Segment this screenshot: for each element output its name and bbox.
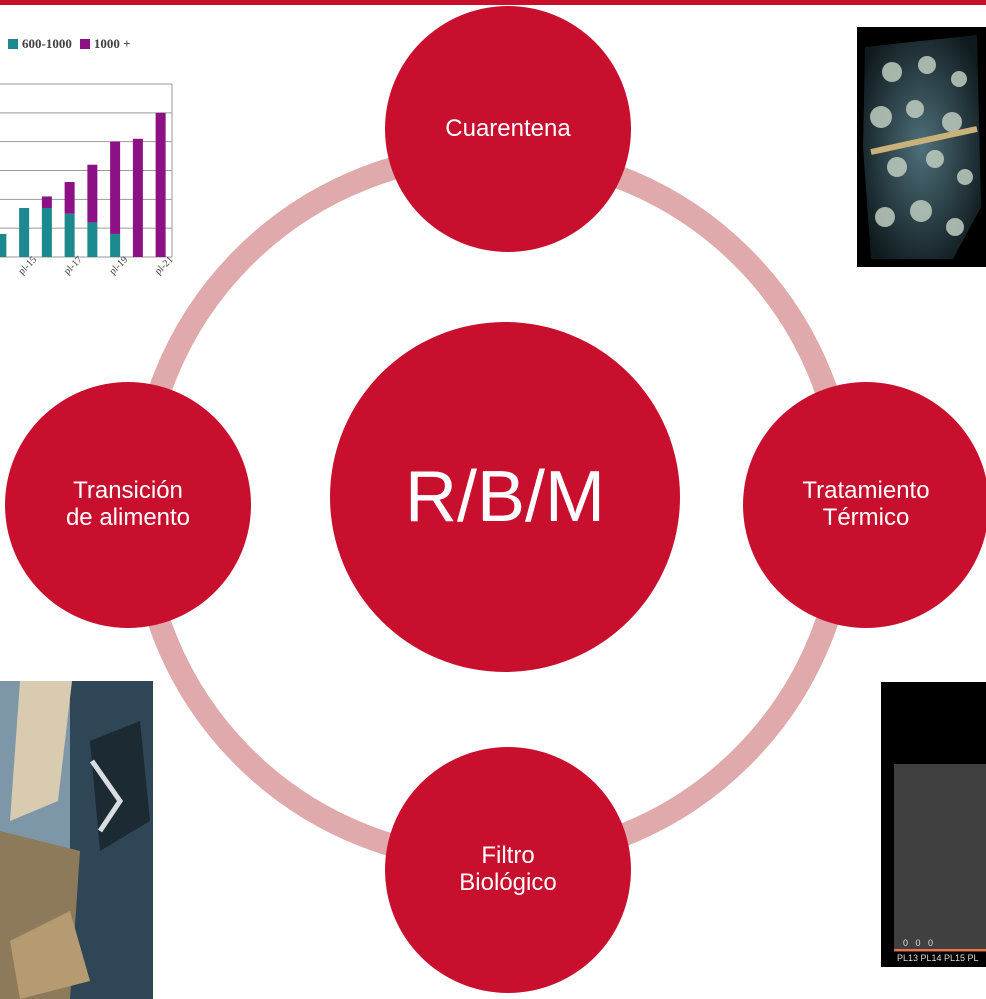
- chart-bar-purple: [110, 141, 121, 234]
- legend-label: 1000 +: [93, 36, 131, 51]
- dark-chart-x-labels: PL13 PL14 PL15 PL: [897, 953, 979, 963]
- photo-shrimp-graphic: [863, 35, 981, 259]
- stacked-bar-chart: 600-1000 1000 + pl-15 pl-17 pl-19 pl-21: [0, 22, 180, 302]
- chart-bar-purple: [64, 182, 75, 214]
- top-accent-bar: [0, 0, 986, 5]
- chart-bar-purple: [155, 112, 166, 257]
- dark-chart-zeros: 0 0 0: [903, 938, 934, 948]
- chart-bar-teal: [110, 233, 121, 257]
- legend-swatch-teal: [8, 39, 18, 49]
- chart-bar-teal: [64, 213, 75, 257]
- photo-worker: [0, 681, 153, 999]
- legend-item-1000-plus: 1000 +: [79, 36, 131, 52]
- node-cuarentena-label: Cuarentena: [445, 114, 571, 142]
- photo-dark-chart: 0 0 0 PL13 PL14 PL15 PL: [881, 682, 986, 967]
- chart-tick-label: pl-19: [107, 254, 130, 277]
- chart-bar-teal: [41, 207, 52, 257]
- chart-plot: pl-15 pl-17 pl-19 pl-21: [0, 83, 176, 277]
- node-tratamiento-label: Tratamiento Térmico: [802, 477, 930, 531]
- legend-swatch-purple: [79, 39, 90, 49]
- chart-bar-teal: [19, 207, 30, 257]
- photo-dark-chart-graphic: [894, 764, 986, 952]
- chart-bar-purple: [41, 196, 52, 208]
- photo-infected-shrimp: [857, 27, 986, 267]
- chart-bar-teal: [0, 233, 7, 257]
- chart-bar-purple: [132, 138, 143, 257]
- chart-bar-teal: [87, 222, 98, 257]
- chart-tick-label: pl-21: [153, 254, 176, 277]
- chart-tick-label: pl-17: [62, 254, 85, 277]
- legend-label: 600-1000: [22, 36, 72, 51]
- node-transicion-label: Transición de alimento: [65, 477, 191, 531]
- node-filtro-label: Filtro Biológico: [459, 842, 557, 896]
- center-label: R/B/M: [404, 456, 605, 537]
- chart-legend: 600-1000 1000 +: [8, 36, 131, 52]
- photo-worker-graphic: [0, 681, 153, 999]
- chart-bar-purple: [87, 164, 98, 223]
- chart-tick-label: pl-15: [16, 254, 39, 277]
- legend-item-600-1000: 600-1000: [8, 36, 72, 52]
